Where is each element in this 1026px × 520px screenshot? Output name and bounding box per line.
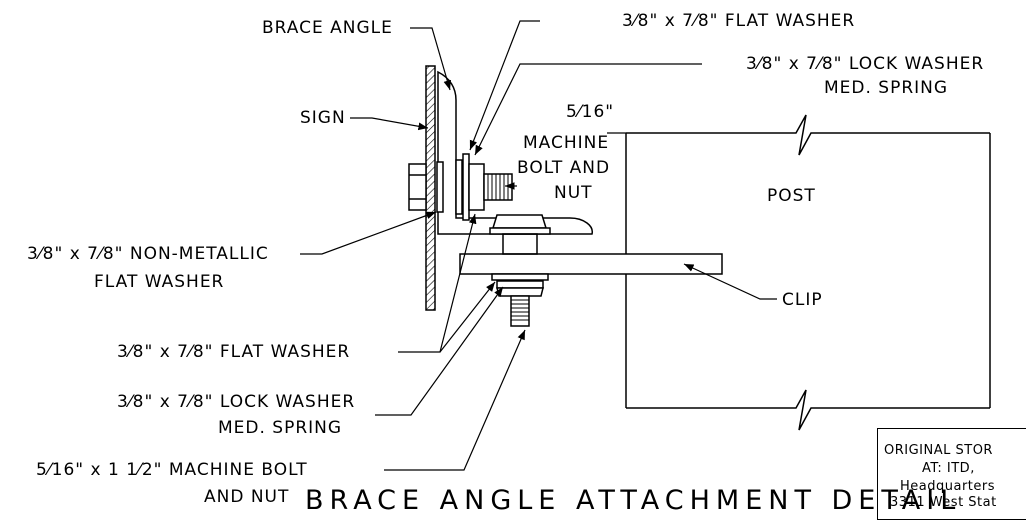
label-machine-bolt-size: 5⁄16" — [566, 102, 615, 122]
label-machine-bolt-machine: MACHINE — [523, 133, 610, 153]
horizontal-bolt — [408, 153, 513, 221]
label-lock-washer-top: 3⁄8" x 7⁄8" LOCK WASHER — [746, 54, 985, 74]
label-clip: CLIP — [782, 290, 823, 310]
label-flat-washer-bottom: 3⁄8" x 7⁄8" FLAT WASHER — [117, 342, 351, 362]
sign-plate — [425, 65, 436, 311]
original-stored-stamp: ORIGINAL STOR AT: ITD, Headquarters 3311… — [877, 428, 1026, 520]
leader-lines — [300, 20, 777, 471]
label-nonmetallic-washer: 3⁄8" x 7⁄8" NON-METALLIC — [27, 244, 269, 264]
stamp-line-1: ORIGINAL STOR — [884, 443, 993, 458]
detail-title: BRACE ANGLE ATTACHMENT DETAIL — [305, 485, 962, 516]
label-sign: SIGN — [300, 108, 346, 128]
stamp-line-2: AT: ITD, — [922, 461, 975, 476]
label-lock-washer-top-spring: MED. SPRING — [824, 78, 949, 98]
label-machine-bolt-bolt-and: BOLT AND — [517, 158, 611, 178]
label-brace-angle: BRACE ANGLE — [262, 18, 393, 38]
label-lock-washer-bottom: 3⁄8" x 7⁄8" LOCK WASHER — [117, 392, 356, 412]
label-lock-washer-bottom-spring: MED. SPRING — [218, 418, 343, 438]
detail-drawing — [300, 20, 991, 471]
label-bolt-bottom-and-nut: AND NUT — [204, 487, 290, 507]
stamp-line-3: Headquarters — [900, 479, 996, 494]
label-bolt-bottom: 5⁄16" x 1 1⁄2" MACHINE BOLT — [36, 460, 308, 480]
label-flat-washer-top: 3⁄8" x 7⁄8" FLAT WASHER — [622, 11, 856, 31]
clip — [459, 253, 723, 275]
label-machine-bolt-nut: NUT — [554, 183, 593, 203]
label-nonmetallic-flat-washer: FLAT WASHER — [94, 272, 225, 292]
label-post: POST — [767, 186, 816, 206]
stamp-line-4: 3311 West Stat — [890, 495, 997, 510]
vertical-bolt — [489, 214, 551, 327]
